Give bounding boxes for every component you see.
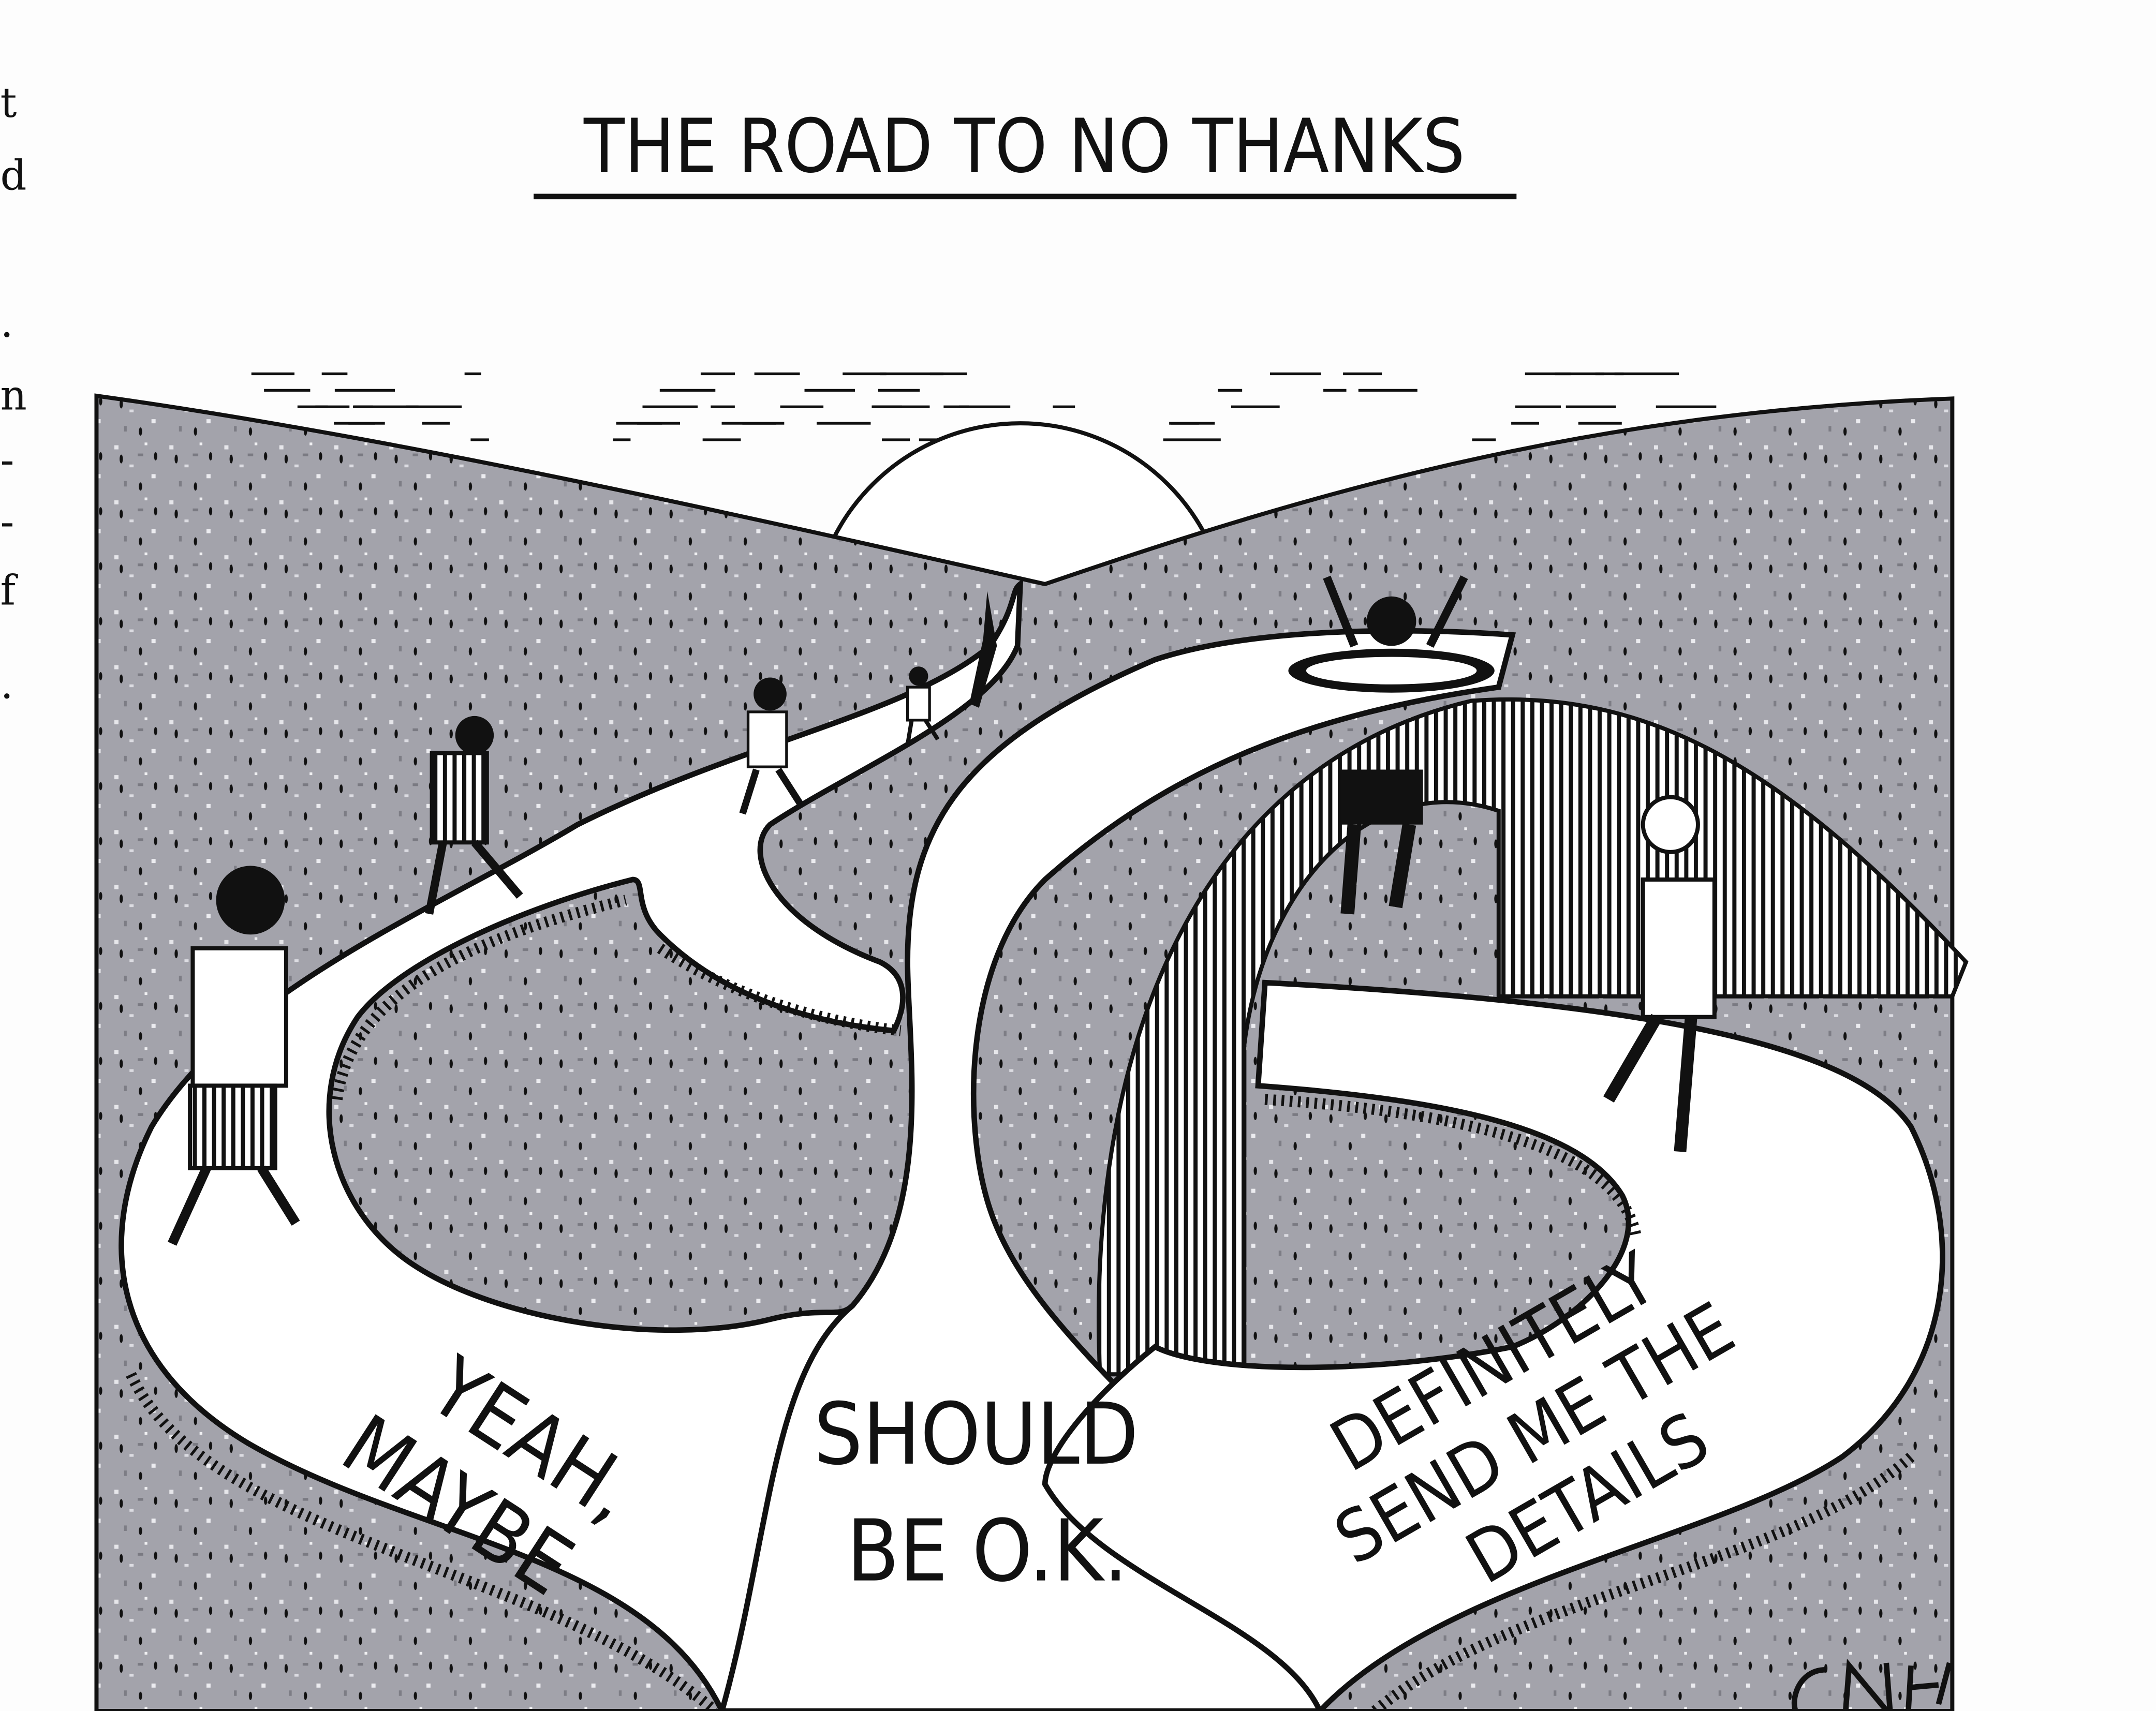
margin-fragment: . [1,660,13,708]
margin-fragment: n [1,371,27,420]
walkers [168,575,1717,1246]
cloud-streaks [251,372,1717,441]
margin-text-fragments: t d . n - - f . [1,79,27,708]
cartoon-title: THE ROAD TO NO THANKS [583,103,1465,189]
walker-woman-midground [739,677,804,815]
walker-small-distant [905,666,940,746]
margin-fragment: f [1,567,19,615]
walkers-far-distance [969,591,997,708]
margin-fragment: . [1,299,13,347]
margin-fragment: d [1,152,27,200]
walker-woman-foreground [168,866,300,1246]
svg-text:SHOULD: SHOULD [814,1385,1139,1484]
walker-man-hat [425,716,523,915]
walker-man-right [1603,795,1717,1152]
label-should-be-ok: SHOULD BE O.K. [814,1385,1139,1601]
margin-fragment: - [1,436,14,484]
road-yeah-maybe [119,578,1024,1711]
svg-text:BE O.K.: BE O.K. [847,1501,1128,1601]
margin-fragment: - [1,498,14,546]
person-falling-in-hole [1288,575,1495,693]
road-definitely-send-details [1042,979,1945,1711]
artist-signature [1792,1658,1953,1711]
road-curbs [126,895,1915,1711]
margin-fragment: t [1,79,17,127]
roads [119,578,1945,1711]
person-hanging-in-tunnel [1340,769,1423,915]
